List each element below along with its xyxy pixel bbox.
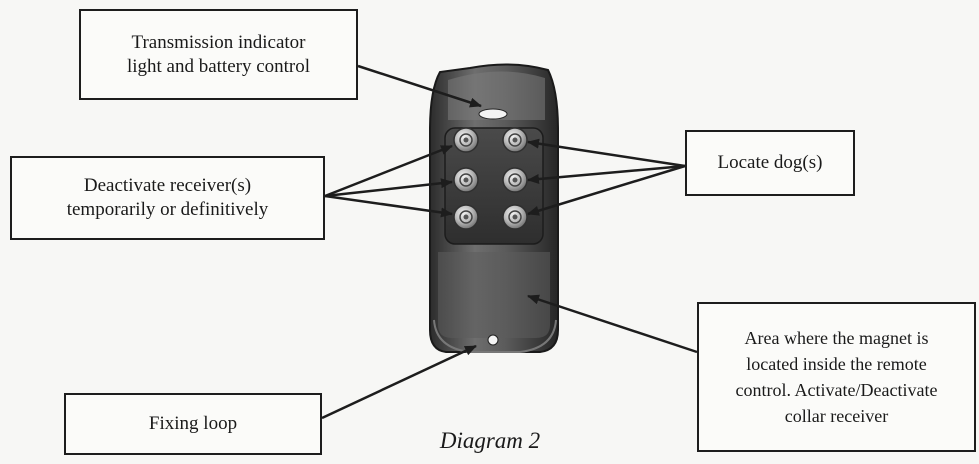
diagram-caption: Diagram 2 [439,428,541,453]
arrow-locate-middle [527,164,686,185]
callout-locate-dogs: Locate dog(s) [685,130,855,196]
arrow-fixing [321,344,477,420]
remote-button [502,167,528,193]
magnet-area [438,252,550,338]
remote-button [502,127,528,153]
indicator-light [478,108,508,120]
remote-button [502,204,528,230]
callout-transmission-label: Transmission indicator light and battery… [126,31,311,77]
remote-control [429,63,559,353]
deactivate-buttons [453,127,479,230]
callout-deactivate-label: Deactivate receiver(s) temporarily or de… [66,175,269,220]
arrow-locate-bottom [527,164,686,216]
remote-bottom-edge [433,319,557,353]
remote-button [453,167,479,193]
callout-transmission-indicator: Transmission indicator light and battery… [79,9,358,100]
callout-magnet-label: Area where the magnet is located inside … [735,328,938,426]
callout-magnet-area: Area where the magnet is located inside … [697,302,976,452]
remote-button [453,127,479,153]
leader-lines [321,64,698,420]
remote-top-highlight [448,71,545,120]
arrow-deactivate-middle [324,178,453,198]
remote-button [453,204,479,230]
arrow-magnet [527,294,698,354]
arrow-deactivate-bottom [324,194,453,218]
arrow-transmission [357,64,482,108]
callout-locate-label: Locate dog(s) [717,152,823,173]
callout-fixing-label: Fixing loop [148,413,238,434]
locate-buttons [502,127,528,230]
arrow-locate-top [527,138,686,168]
callout-deactivate-receivers: Deactivate receiver(s) temporarily or de… [10,156,325,240]
callout-fixing-loop: Fixing loop [64,393,322,455]
arrow-deactivate-top [324,144,453,198]
fixing-loop-hole [487,334,499,346]
